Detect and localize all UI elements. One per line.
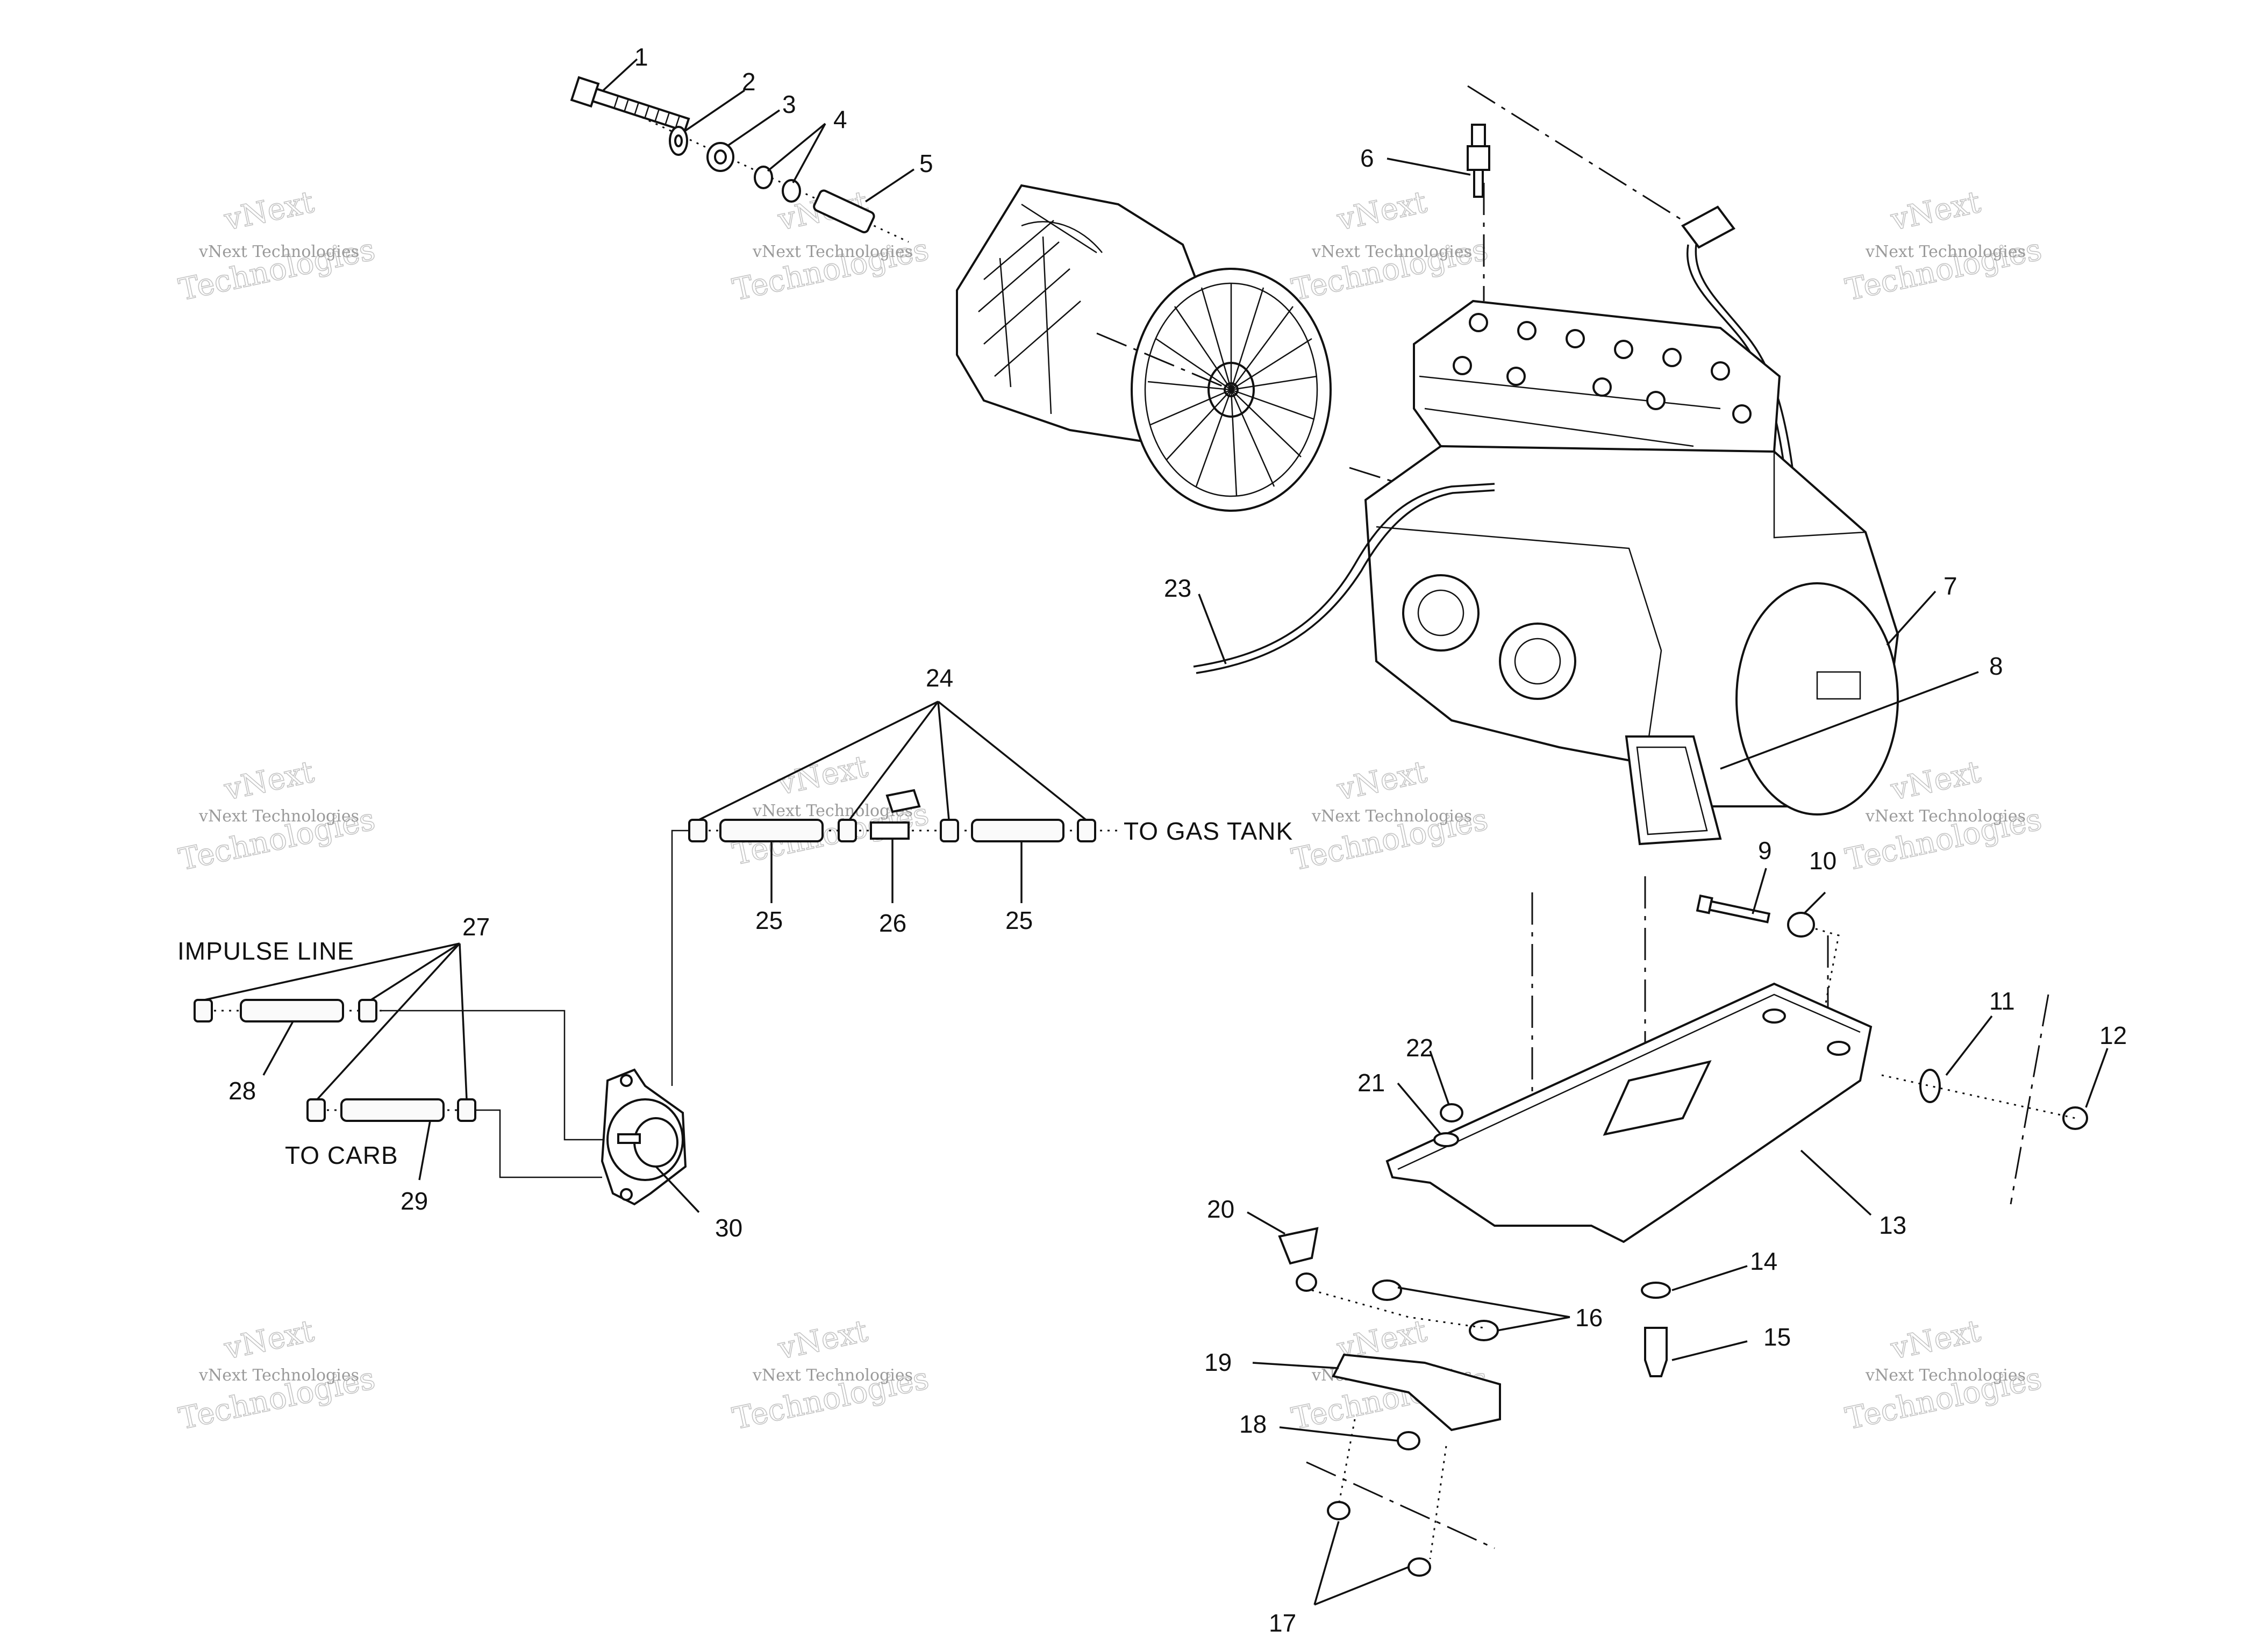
callout-numbers: 1 2 3 4 5 6 7 8 9 10 11 12 13 14 15 16 1… xyxy=(228,43,2127,1637)
watermark-text: vNext Technologies xyxy=(752,802,913,820)
fuel-hose xyxy=(971,819,1064,842)
hose-clamp xyxy=(940,819,959,842)
bushing-part xyxy=(706,142,734,172)
callout-2: 2 xyxy=(742,68,756,96)
watermark-text: vNext Technologies xyxy=(1865,1366,2026,1385)
callout-27: 27 xyxy=(462,913,490,941)
watermark-brand: vNext xyxy=(1334,754,1430,807)
callout-13: 13 xyxy=(1879,1211,1906,1239)
watermark-brand: vNext xyxy=(1888,1313,1984,1367)
watermark-text: vNext Technologies xyxy=(752,1366,913,1385)
hose-clamp xyxy=(306,1098,326,1122)
callout-17: 17 xyxy=(1269,1609,1296,1637)
impulse-hose xyxy=(240,999,344,1022)
callout-6: 6 xyxy=(1360,144,1374,172)
callout-23: 23 xyxy=(1164,574,1191,602)
watermark: vNext Technologies xyxy=(175,184,378,308)
callout-8: 8 xyxy=(1989,652,2003,680)
watermark-brand: vNext xyxy=(1888,754,1984,807)
bolt-part xyxy=(570,76,690,133)
mount-bolt xyxy=(1696,894,1771,924)
to-carb-label: TO CARB xyxy=(285,1141,398,1169)
fuel-hose xyxy=(719,819,824,842)
washer-part xyxy=(669,126,688,156)
engine-mount-plate xyxy=(1385,876,2088,1377)
callout-1: 1 xyxy=(634,43,648,71)
callout-30: 30 xyxy=(715,1214,742,1242)
leader-lines xyxy=(204,58,2109,1606)
drive-bolt-assembly xyxy=(570,76,909,243)
spacer-part xyxy=(813,189,875,233)
callout-26: 26 xyxy=(879,909,906,937)
callout-25b: 25 xyxy=(1005,906,1033,934)
lower-bracket xyxy=(1278,1227,1501,1577)
watermark-brand: vNext xyxy=(1888,184,1984,238)
spark-plug xyxy=(1467,124,1490,198)
hose-clamp xyxy=(194,999,213,1022)
watermark: vNext Technologies xyxy=(1842,184,2045,308)
to-gas-tank-label: TO GAS TANK xyxy=(1124,817,1293,845)
watermark-text: vNext Technologies xyxy=(198,807,359,826)
hose-clamp xyxy=(358,999,377,1022)
watermark-brand: vNext xyxy=(775,1313,871,1367)
callout-14: 14 xyxy=(1750,1247,1777,1275)
callout-29: 29 xyxy=(401,1187,428,1215)
callout-24: 24 xyxy=(926,664,953,692)
watermark-text: vNext Technologies xyxy=(1311,242,1472,261)
callout-3: 3 xyxy=(782,90,796,118)
watermark-brand: vNext xyxy=(221,754,317,807)
hose-clamp xyxy=(1077,819,1096,842)
callout-25a: 25 xyxy=(755,906,783,934)
callout-9: 9 xyxy=(1758,836,1772,864)
carb-hose xyxy=(340,1098,445,1122)
watermark-text: vNext Technologies xyxy=(198,1366,359,1385)
callout-18: 18 xyxy=(1239,1410,1267,1438)
callout-10: 10 xyxy=(1809,847,1837,875)
hose-clamp xyxy=(838,819,857,842)
callout-22: 22 xyxy=(1406,1034,1433,1062)
engine xyxy=(1193,85,1899,846)
callout-4: 4 xyxy=(833,105,847,133)
watermark-text: vNext Technologies xyxy=(198,242,359,261)
o-ring-part xyxy=(754,166,801,203)
watermark-text: vNext Technologies xyxy=(1865,807,2026,826)
watermark: vNext Technologies xyxy=(1288,184,1491,308)
callout-5: 5 xyxy=(919,149,933,177)
hose-clamp xyxy=(688,819,708,842)
callout-12: 12 xyxy=(2099,1021,2127,1049)
watermark-brand: vNext xyxy=(1334,184,1430,238)
watermark-brand: vNext xyxy=(221,184,317,238)
callout-15: 15 xyxy=(1763,1323,1791,1351)
callout-16: 16 xyxy=(1575,1304,1603,1332)
callout-28: 28 xyxy=(228,1077,256,1105)
callout-20: 20 xyxy=(1207,1195,1234,1223)
hose-clamp xyxy=(457,1098,476,1122)
callout-11: 11 xyxy=(1989,987,2015,1015)
callout-19: 19 xyxy=(1204,1348,1232,1376)
shutoff-valve xyxy=(870,789,921,840)
watermark-text: vNext Technologies xyxy=(1865,242,2026,261)
callout-7: 7 xyxy=(1943,572,1957,600)
text-labels: IMPULSE LINE TO CARB TO GAS TANK xyxy=(177,817,1293,1169)
drive-clutch xyxy=(956,184,1332,512)
watermark-text: vNext Technologies xyxy=(752,242,913,261)
watermark-text: vNext Technologies xyxy=(1311,807,1472,826)
impulse-line-label: IMPULSE LINE xyxy=(177,937,354,965)
callout-21: 21 xyxy=(1357,1069,1385,1097)
watermark-brand: vNext xyxy=(221,1313,317,1367)
